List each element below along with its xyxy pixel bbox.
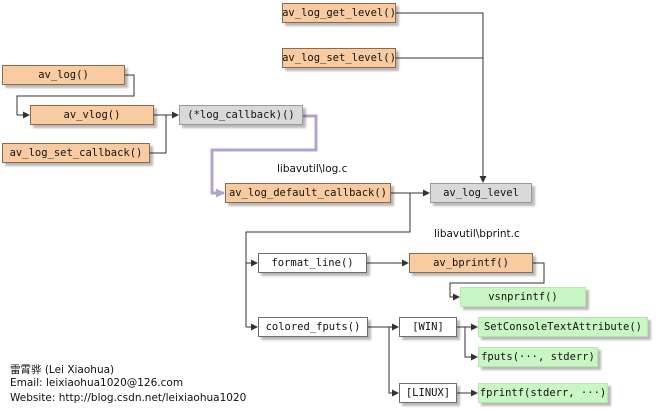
edge-default-callback-down xyxy=(245,193,411,327)
win-node: [WIN] xyxy=(399,317,457,337)
edge-bprintf-to-vsnprintf xyxy=(449,262,545,301)
edge-win-to-fputs xyxy=(464,327,478,361)
colored-fputs-node: colored_fputs() xyxy=(258,317,368,337)
email-credit: Email: leixiaohua1020@126.com xyxy=(10,377,184,389)
log-c-label: libavutil\log.c xyxy=(277,163,348,175)
bprint-c-label: libavutil\bprint.c xyxy=(434,228,520,240)
av-bprintf-node: av_bprintf() xyxy=(409,253,533,273)
av-log-get-level-node: av_log_get_level() xyxy=(282,3,396,23)
av-log-set-level-node: av_log_set_level() xyxy=(282,48,396,68)
fprintf-node: fprintf(stderr, ···) xyxy=(478,383,608,403)
edge-get-level-to-level xyxy=(396,12,487,183)
vsnprintf-node: vsnprintf() xyxy=(460,287,586,307)
linux-node: [LINUX] xyxy=(399,383,457,403)
edge-fputs-to-linux xyxy=(388,327,399,397)
author-credit: 雷霄骅 (Lei Xiaohua) xyxy=(10,364,115,376)
av-log-node: av_log() xyxy=(2,65,125,85)
fputs-node: fputs(···, stderr) xyxy=(478,347,598,367)
edge-set-callback-to-callback xyxy=(150,115,167,154)
edge-av-log-to-vlog xyxy=(16,74,135,119)
av-log-set-callback-node: av_log_set_callback() xyxy=(2,143,150,163)
log-callback-node: (*log_callback)() xyxy=(179,105,303,125)
format-line-node: format_line() xyxy=(258,253,367,273)
av-log-level-node: av_log_level xyxy=(430,183,532,203)
set-console-text-attribute-node: SetConsoleTextAttribute() xyxy=(478,317,648,337)
av-log-default-callback-node: av_log_default_callback() xyxy=(225,183,391,203)
website-credit: Website: http://blog.csdn.net/leixiaohua… xyxy=(10,392,247,404)
edge-callback-to-default xyxy=(210,114,318,198)
av-vlog-node: av_vlog() xyxy=(30,105,154,125)
